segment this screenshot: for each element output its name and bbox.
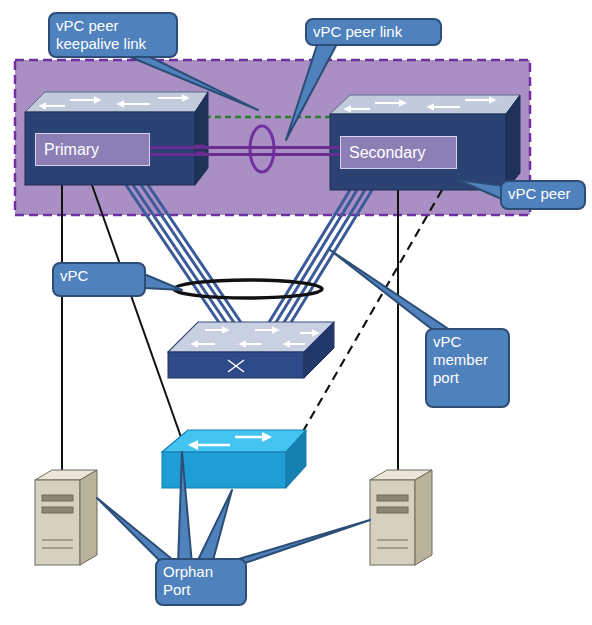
secondary-switch	[330, 95, 520, 190]
primary-switch	[195, 92, 208, 185]
access-switch	[286, 430, 306, 488]
secondary-switch	[506, 95, 520, 190]
callout-tail	[178, 452, 192, 564]
callout-tail	[286, 42, 338, 140]
callout-box: vPC member port	[425, 328, 510, 408]
primary-switch	[40, 105, 65, 107]
node-label: Secondary	[349, 143, 448, 162]
node-label: Orphan Port	[163, 563, 239, 599]
node-label: vPC peer link	[313, 23, 434, 41]
callout-box: Orphan Port	[155, 558, 247, 606]
vpc-domain-region	[15, 60, 530, 215]
callout-tail	[97, 498, 178, 564]
server	[42, 548, 73, 549]
node-label: Primary	[44, 140, 141, 159]
keepalive-link	[205, 116, 332, 119]
server	[415, 470, 432, 565]
secondary-switch	[428, 106, 460, 108]
callout-tail	[458, 180, 504, 200]
node-label: vPC member port	[433, 333, 502, 387]
server	[377, 495, 408, 501]
downstream-switch	[228, 360, 244, 372]
vpc-member-link	[141, 185, 235, 324]
access-switch	[162, 430, 306, 452]
server	[80, 470, 97, 565]
downstream-switch	[168, 352, 304, 378]
downstream-switch	[255, 329, 278, 331]
node-label: vPC peer	[508, 185, 578, 203]
switch-role-plate: Secondary	[340, 136, 457, 169]
server	[42, 540, 73, 541]
primary-switch	[25, 92, 208, 185]
server	[42, 507, 73, 513]
vpc-member-link	[133, 185, 227, 324]
access-switch	[235, 436, 270, 439]
downstream-switch	[240, 343, 262, 345]
vpc-member-link	[126, 185, 220, 324]
vpc-member-link	[283, 190, 365, 324]
secondary-switch	[330, 95, 520, 114]
downstream-switch	[228, 360, 244, 372]
callout-tail	[330, 250, 456, 334]
primary-switch	[40, 98, 188, 106]
downstream-switch	[192, 330, 318, 344]
server	[370, 470, 432, 565]
callout-tail	[118, 52, 258, 110]
downstream-switch	[284, 343, 305, 345]
cable	[397, 190, 399, 478]
callout-box: vPC	[52, 262, 146, 297]
server	[377, 540, 408, 541]
callout-box: vPC peer	[500, 180, 586, 210]
server	[35, 470, 97, 565]
callout-box: vPC peer keepalive link	[48, 12, 178, 58]
secondary-switch	[465, 99, 495, 101]
primary-switch	[25, 92, 208, 112]
downstream-switch	[228, 360, 244, 372]
server	[42, 495, 73, 501]
peer-link-line	[150, 146, 340, 149]
peer-link-connector	[150, 148, 340, 155]
primary-switch	[158, 97, 188, 99]
callout-tail	[196, 490, 232, 564]
callout-tail	[222, 520, 370, 564]
downstream-switch	[192, 343, 215, 345]
node-label: vPC	[60, 267, 138, 285]
primary-switch	[70, 99, 100, 101]
node-label: vPC peer keepalive link	[56, 17, 170, 53]
vpc-member-link	[275, 190, 357, 324]
secondary-switch	[345, 108, 370, 110]
server	[370, 480, 415, 565]
cable	[62, 185, 398, 478]
vpc-member-link	[148, 185, 242, 324]
server	[35, 480, 80, 565]
peer-link-line	[150, 153, 340, 156]
vpc-member-link	[290, 190, 372, 324]
secondary-switch	[375, 102, 405, 104]
downstream-switch	[300, 332, 318, 334]
server	[377, 507, 408, 513]
secondary-switch	[345, 100, 495, 109]
secondary-switch	[330, 114, 506, 190]
vpc-bundle-ring	[174, 280, 322, 298]
cable	[61, 185, 63, 478]
callout-tail	[144, 274, 182, 290]
server	[377, 548, 408, 549]
callout-tail	[97, 42, 504, 564]
downstream-switch	[205, 329, 228, 331]
switch-role-plate: Primary	[35, 133, 150, 166]
downstream-switch	[304, 322, 334, 378]
access-switch	[190, 444, 230, 447]
callout-box: vPC peer link	[305, 18, 442, 46]
downstream-switch	[168, 322, 334, 378]
primary-switch	[118, 103, 150, 105]
access-switch	[190, 437, 270, 445]
